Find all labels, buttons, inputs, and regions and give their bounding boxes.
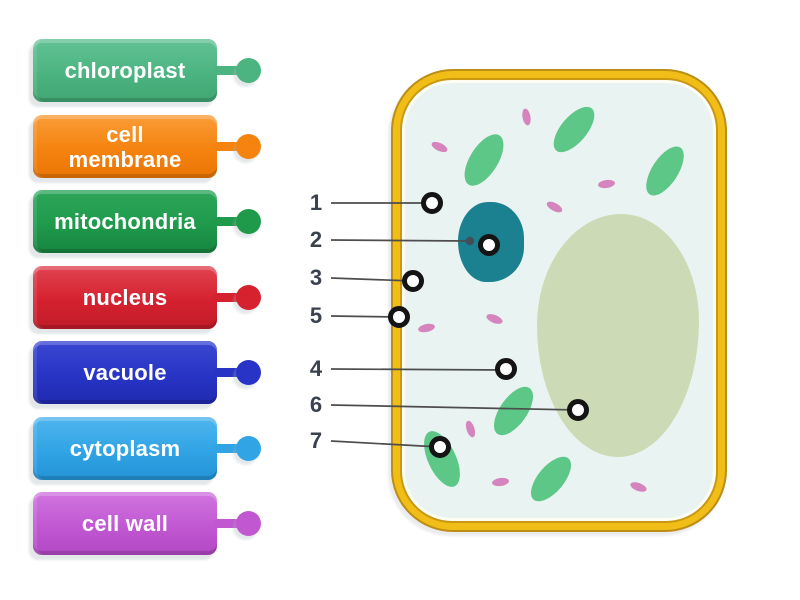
label-chip-cell-membrane[interactable]: cell membrane (33, 115, 261, 178)
label-text: cell wall (81, 511, 169, 536)
label-chip-nucleus[interactable]: nucleus (33, 266, 261, 329)
label-text: vacuole (83, 360, 167, 385)
label-stem (213, 293, 246, 302)
pointer-number-1: 1 (309, 190, 323, 215)
label-chip-cell-wall[interactable]: cell wall (33, 492, 261, 555)
pointer-number-5: 5 (309, 303, 323, 328)
label-chip-vacuole[interactable]: vacuole (33, 341, 261, 404)
label-stem (213, 444, 246, 453)
label-text: cytoplasm (69, 436, 181, 461)
label-text: mitochondria (54, 209, 196, 234)
label-chip-mitochondria[interactable]: mitochondria (33, 190, 261, 253)
label-stem (213, 519, 246, 528)
pointer-number-4: 4 (309, 356, 323, 381)
label-knob (236, 511, 261, 536)
label-stem (213, 217, 246, 226)
label-knob (236, 436, 261, 461)
label-knob (236, 209, 261, 234)
vacuole-shape (537, 214, 699, 457)
label-knob (236, 134, 261, 159)
label-chip-cytoplasm[interactable]: cytoplasm (33, 417, 261, 480)
label-text: nucleus (82, 285, 168, 310)
drop-target-4[interactable] (495, 358, 517, 380)
pointer-number-7: 7 (309, 428, 323, 453)
label-stem (213, 66, 246, 75)
pointer-number-3: 3 (309, 265, 323, 290)
label-knob (236, 58, 261, 83)
label-text: chloroplast (64, 58, 186, 83)
pointer-number-2: 2 (309, 227, 323, 252)
label-chip-chloroplast[interactable]: chloroplast (33, 39, 261, 102)
drop-target-2[interactable] (478, 234, 500, 256)
drop-target-6[interactable] (567, 399, 589, 421)
drop-target-1[interactable] (421, 192, 443, 214)
label-knob (236, 360, 261, 385)
drop-target-3[interactable] (402, 270, 424, 292)
drop-target-5[interactable] (388, 306, 410, 328)
label-stem (213, 142, 246, 151)
label-stem (213, 368, 246, 377)
label-knob (236, 285, 261, 310)
label-text: cell membrane (68, 121, 182, 172)
drop-target-7[interactable] (429, 436, 451, 458)
pointer-number-6: 6 (309, 392, 323, 417)
